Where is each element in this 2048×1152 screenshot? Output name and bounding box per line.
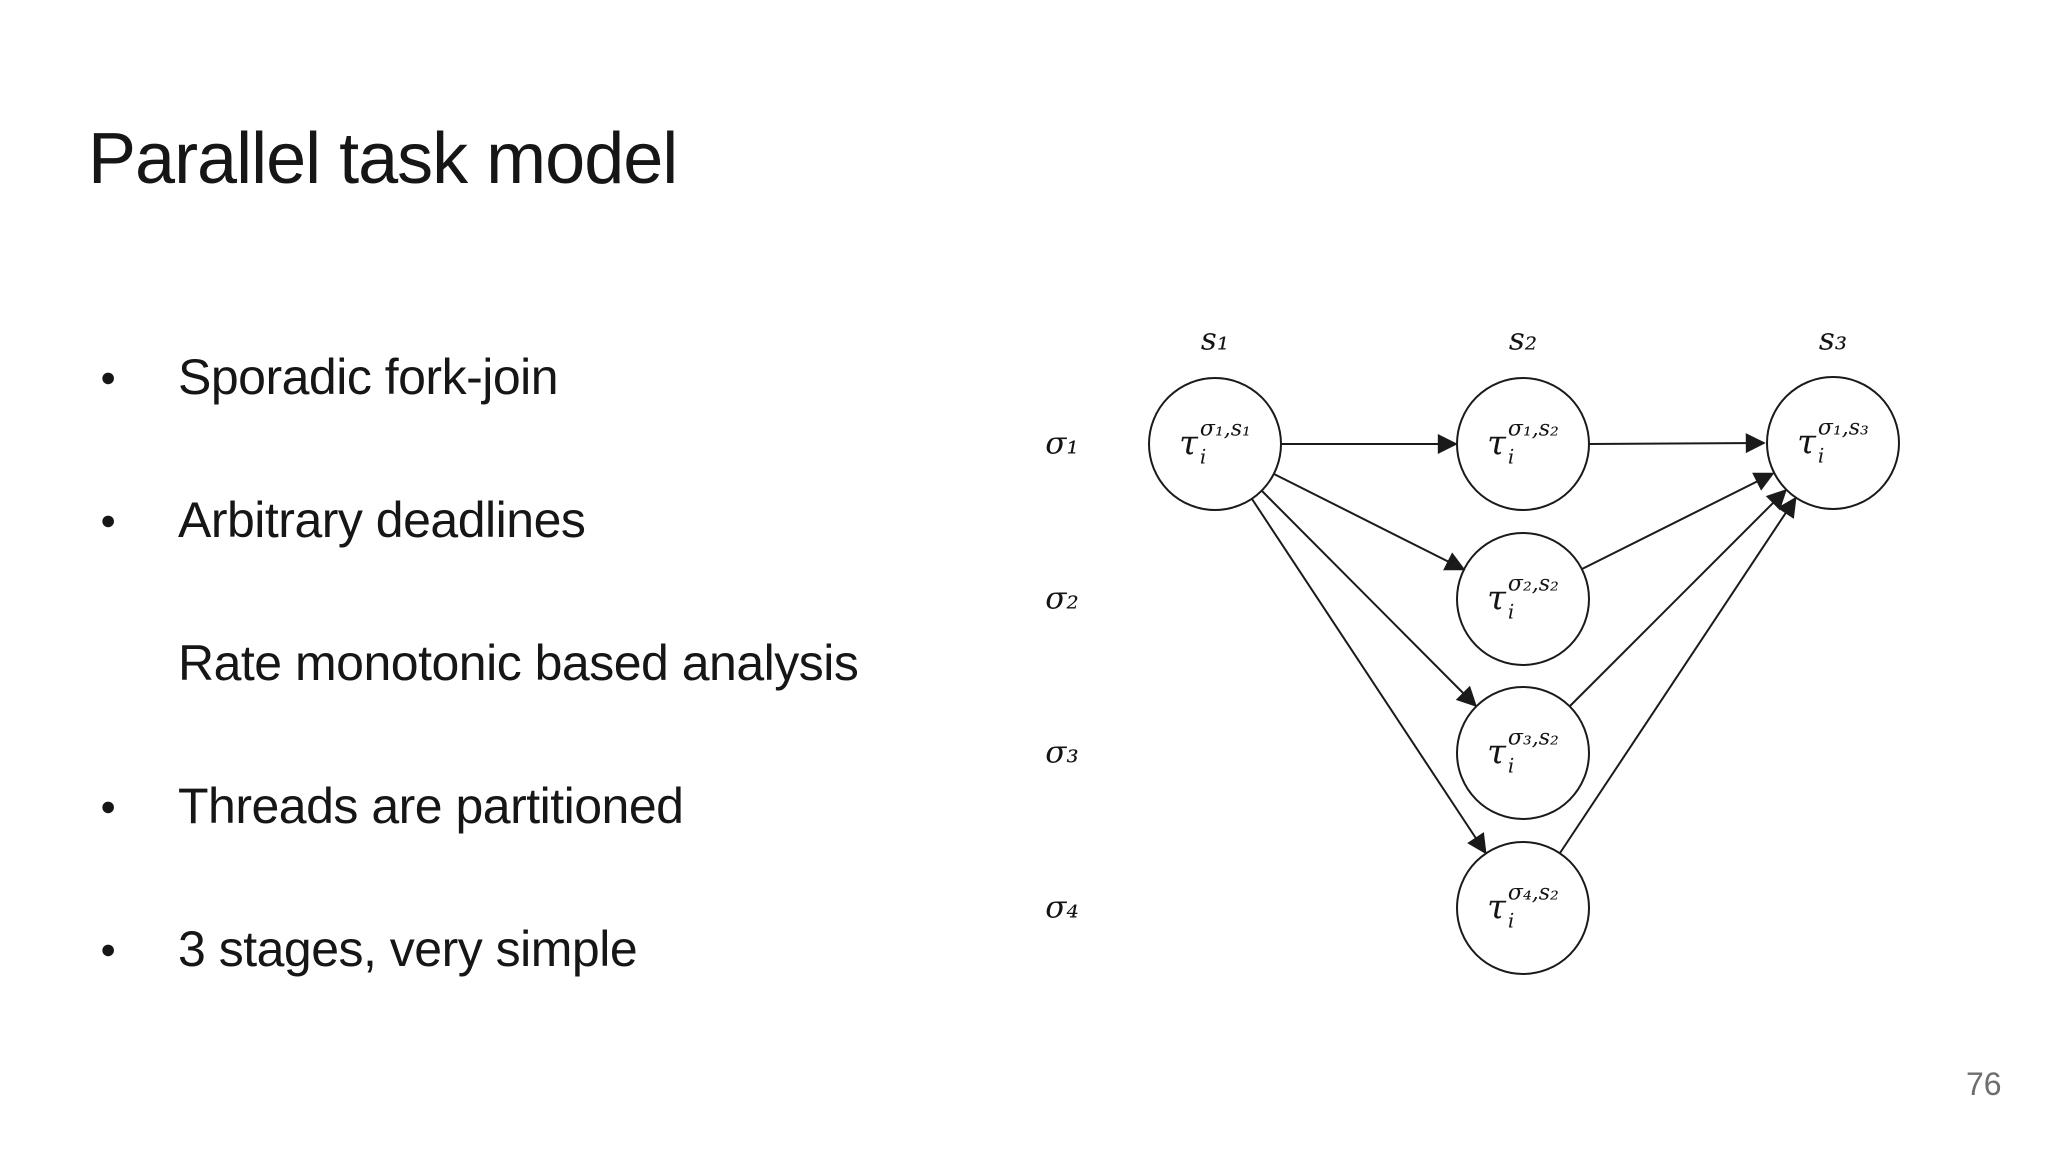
node-circle-sigma4-s2 (1456, 841, 1590, 975)
list-item: ● Arbitrary deadlines (100, 493, 858, 548)
edge-arrow (1569, 489, 1787, 707)
tau-scripts: σ₄,s₂ i (1507, 880, 1559, 933)
tau-subscript: i (1507, 599, 1515, 624)
tau-symbol: τ (1797, 422, 1816, 463)
node-circle-sigma3-s2 (1456, 686, 1590, 820)
bullet-text: Sporadic fork-join (178, 349, 559, 405)
tau-superscript: σ₃,s₂ (1507, 725, 1559, 751)
tau-superscript: σ₁,s₃ (1817, 415, 1869, 441)
tau-symbol: τ (1179, 423, 1198, 464)
bullet-icon: ● (100, 505, 116, 535)
tau-scripts: σ₂,s₂ i (1507, 571, 1559, 624)
tau-scripts: σ₁,s₃ i (1817, 415, 1869, 468)
tau-symbol: τ (1487, 423, 1506, 464)
bullet-icon: ● (100, 791, 116, 821)
list-item: ● 3 stages, very simple (100, 922, 858, 977)
tau-scripts: σ₁,s₁ i (1199, 416, 1251, 469)
row-label-sigma1: σ₁ (1045, 425, 1079, 462)
tau-symbol: τ (1487, 887, 1506, 928)
tau-superscript: σ₁,s₂ (1507, 416, 1559, 442)
task-node-sigma1-s2: τ σ₁,s₂ i (1487, 416, 1559, 469)
tau-superscript: σ₂,s₂ (1507, 571, 1559, 597)
edge-arrow (1251, 498, 1487, 855)
page-title: Parallel task model (88, 119, 678, 199)
edge-arrow (1273, 473, 1466, 571)
graph-edges (1251, 433, 1797, 855)
row-label-sigma3: σ₃ (1045, 734, 1079, 771)
bullet-text: Rate monotonic based analysis (178, 635, 859, 691)
tau-subscript: i (1507, 753, 1515, 778)
tau-scripts: σ₃,s₂ i (1507, 725, 1559, 778)
stage-label-s1: s₁ (1200, 321, 1230, 358)
graph-nodes (1148, 376, 1900, 975)
row-label-sigma4: σ₄ (1045, 889, 1079, 926)
edge-arrow (1261, 490, 1477, 707)
tau-superscript: σ₄,s₂ (1507, 880, 1559, 906)
node-circle-sigma2-s2 (1456, 532, 1590, 666)
bullet-list: ● Sporadic fork-join ● Arbitrary deadlin… (100, 350, 859, 977)
list-item: ● Sporadic fork-join (100, 350, 858, 405)
tau-scripts: σ₁,s₂ i (1507, 416, 1559, 469)
task-graph-canvas (1148, 376, 1900, 975)
tau-symbol: τ (1487, 578, 1506, 619)
page-number: 76 (1966, 1066, 2002, 1102)
task-node-sigma1-s1: τ σ₁,s₁ i (1179, 416, 1251, 469)
list-item: Rate monotonic based analysis (100, 635, 859, 691)
edge-arrow (1559, 496, 1797, 854)
task-node-sigma4-s2: τ σ₄,s₂ i (1487, 880, 1559, 933)
tau-subscript: i (1507, 908, 1515, 933)
tau-superscript: σ₁,s₁ (1199, 416, 1251, 442)
tau-subscript: i (1199, 444, 1207, 469)
node-circle-sigma1-s3 (1766, 376, 1900, 510)
tau-subscript: i (1507, 444, 1515, 469)
task-node-sigma2-s2: τ σ₂,s₂ i (1487, 571, 1559, 624)
bullet-text: 3 stages, very simple (178, 921, 638, 977)
row-label-sigma2: σ₂ (1045, 580, 1079, 617)
stage-label-s3: s₃ (1818, 321, 1848, 358)
bullet-icon: ● (100, 934, 116, 964)
task-graph-figure: s₁ s₂ s₃ σ₁ σ₂ σ₃ σ₄ τ σ₁,s₁ i τ σ₁,s₂ i… (1000, 300, 1960, 1010)
stage-label-s2: s₂ (1508, 321, 1538, 358)
edge-arrow (1588, 433, 1766, 454)
tau-subscript: i (1817, 443, 1825, 468)
bullet-text: Arbitrary deadlines (178, 492, 586, 548)
task-node-sigma3-s2: τ σ₃,s₂ i (1487, 725, 1559, 778)
bullet-icon: ● (100, 362, 116, 392)
tau-symbol: τ (1487, 732, 1506, 773)
task-node-sigma1-s3: τ σ₁,s₃ i (1797, 415, 1869, 468)
list-item: ● Threads are partitioned (100, 779, 858, 834)
bullet-text: Threads are partitioned (178, 778, 684, 834)
edge-arrow (1581, 472, 1775, 570)
